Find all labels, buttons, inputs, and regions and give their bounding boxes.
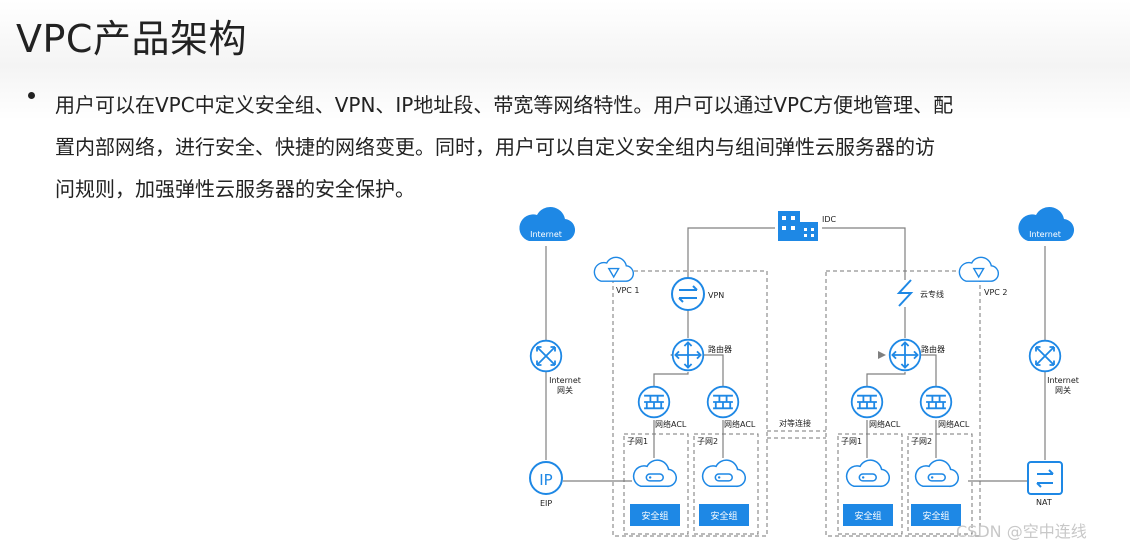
connection-lines (545, 227, 1046, 482)
nat-icon (1027, 461, 1063, 495)
router-icon-vpc1 (671, 338, 705, 372)
acl-label-vpc2-subnet2: 网络ACL (938, 419, 970, 429)
router-icon-vpc2 (888, 338, 922, 372)
security-group-label-4: 安全组 (922, 510, 949, 522)
idc-building-icon (778, 211, 818, 241)
bullet-text-line-1: 用户可以在VPC中定义安全组、VPN、IP地址段、带宽等网络特性。用户可以通过V… (55, 93, 954, 117)
subnet1-label-vpc1: 子网1 (627, 437, 648, 446)
direct-connect-icon (896, 279, 914, 307)
subnet1-label-vpc2: 子网1 (841, 437, 862, 446)
idc-label: IDC (822, 215, 837, 224)
bullet-text-line-3: 问规则，加强弹性云服务器的安全保护。 (55, 177, 415, 201)
acl-label-vpc1-subnet2: 网络ACL (724, 419, 756, 429)
acl-firewall-icon-vpc1-subnet1 (637, 385, 671, 419)
vpc1-label: VPC 1 (616, 286, 640, 295)
ecs-cloud-icon-4 (914, 459, 959, 488)
internet-label-right: Internet (1029, 230, 1061, 239)
bullet-dot (28, 92, 35, 99)
security-group-box-3: 安全组 (843, 504, 893, 526)
security-group-label-2: 安全组 (710, 510, 737, 522)
ecs-cloud-icon-1 (632, 459, 677, 488)
ecs-cloud-icon-2 (701, 459, 746, 488)
acl-firewall-icon-vpc1-subnet2 (706, 385, 740, 419)
header-band (0, 0, 1130, 120)
subnet2-label-vpc2: 子网2 (911, 437, 932, 446)
gateway-left-line2: 网关 (557, 385, 573, 395)
eip-icon: IP (529, 461, 563, 495)
peering-label: 对等连接 (779, 418, 811, 428)
eip-icon-text: IP (539, 471, 552, 489)
acl-firewall-icon-vpc2-subnet2 (919, 385, 953, 419)
direct-connect-label: 云专线 (920, 289, 944, 299)
watermark: CSDN @空中连线 (956, 522, 1087, 541)
ecs-cloud-icon-3 (845, 459, 890, 488)
gateway-left-line1: Internet (549, 376, 581, 385)
page-title: VPC产品架构 (16, 17, 247, 61)
internet-gateway-icon-right (1028, 339, 1062, 373)
eip-label: EIP (540, 499, 552, 508)
vpc2-label: VPC 2 (984, 288, 1008, 297)
gateway-right-line2: 网关 (1055, 385, 1071, 395)
subnet2-label-vpc1: 子网2 (697, 437, 718, 446)
internet-gateway-icon-left (529, 339, 563, 373)
vpc1-cloud-icon (593, 256, 634, 282)
vpc2-cloud-icon (958, 256, 999, 282)
security-group-box-2: 安全组 (699, 504, 749, 526)
internet-label-left: Internet (530, 230, 562, 239)
nat-label: NAT (1036, 498, 1052, 507)
dashed-containers (612, 270, 981, 537)
router-label-vpc1: 路由器 (708, 344, 732, 354)
acl-label-vpc1-subnet1: 网络ACL (655, 419, 687, 429)
security-group-label-3: 安全组 (854, 510, 881, 522)
security-group-box-1: 安全组 (630, 504, 680, 526)
bullet-text-line-2: 置内部网络，进行安全、快捷的网络变更。同时，用户可以自定义安全组内与组间弹性云服… (55, 135, 935, 159)
security-group-label-1: 安全组 (641, 510, 668, 522)
acl-label-vpc2-subnet1: 网络ACL (869, 419, 901, 429)
router-label-vpc2: 路由器 (921, 344, 945, 354)
vpn-icon (671, 277, 705, 311)
security-group-box-4: 安全组 (911, 504, 961, 526)
vpn-label: VPN (708, 291, 724, 300)
gateway-right-line1: Internet (1047, 376, 1079, 385)
acl-firewall-icon-vpc2-subnet1 (850, 385, 884, 419)
